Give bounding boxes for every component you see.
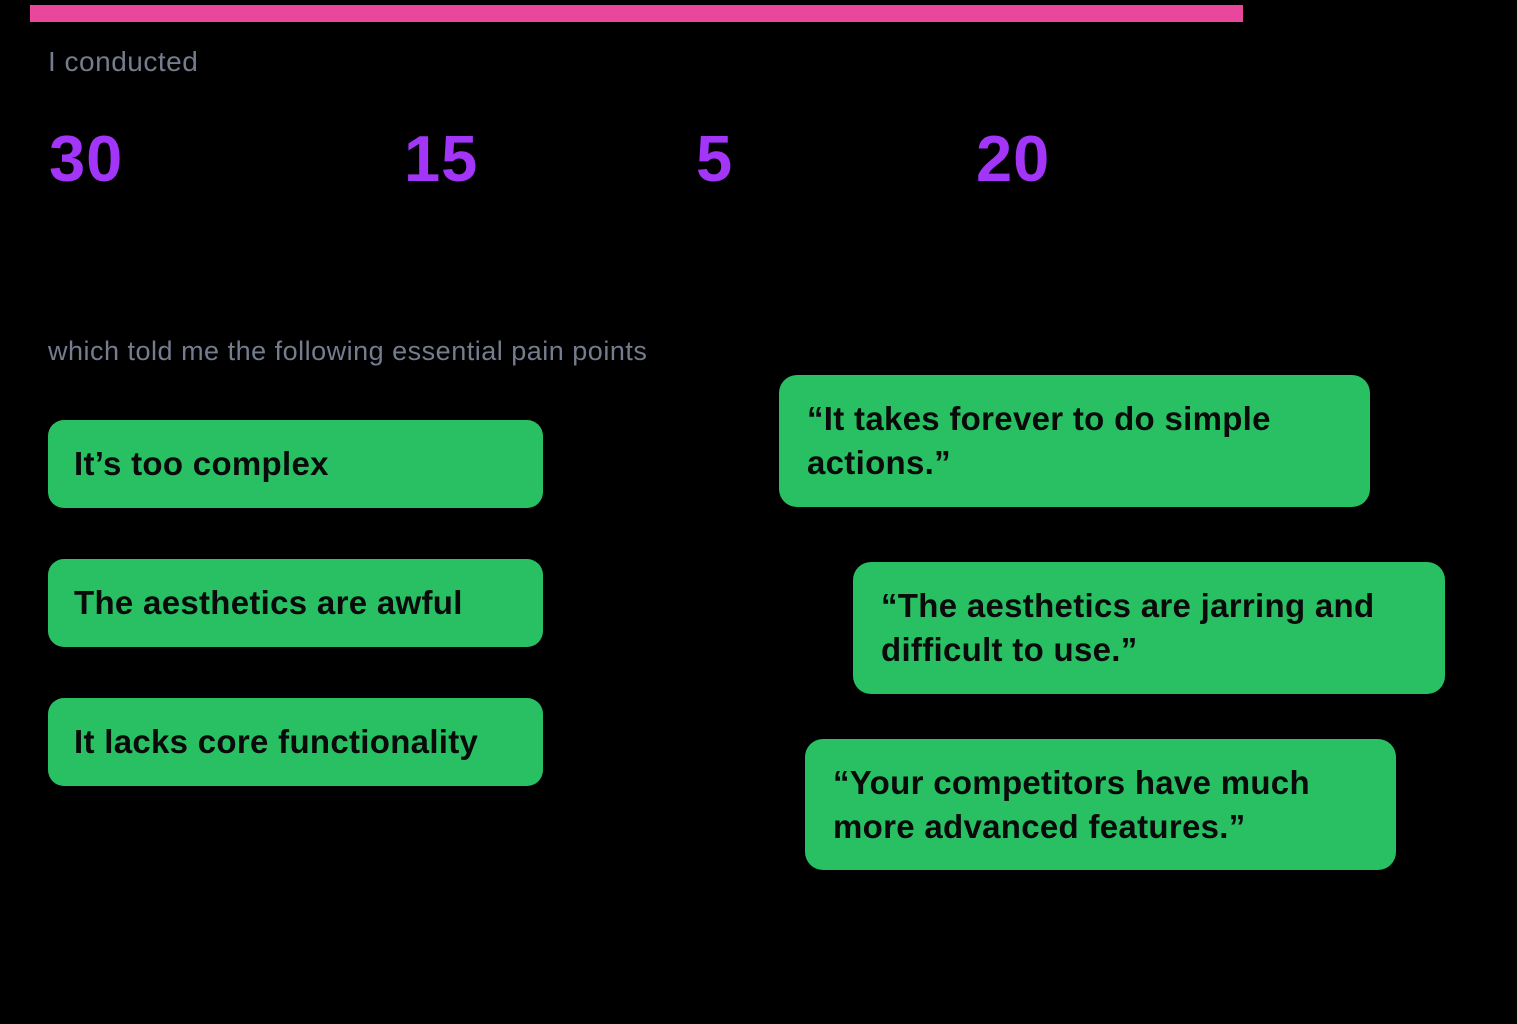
stat-value-4: 20	[976, 122, 1051, 195]
pain-point-card: The aesthetics are awful	[48, 559, 543, 647]
quote-line: “Your competitors have much	[833, 764, 1310, 801]
pain-point-card: It lacks core functionality	[48, 698, 543, 786]
pain-point-label: It lacks core functionality	[74, 723, 479, 760]
quote-card: “The aesthetics are jarring and difficul…	[853, 562, 1445, 694]
stat-value-2: 15	[404, 122, 479, 195]
quote-line: actions.”	[807, 444, 951, 481]
pain-point-card: It’s too complex	[48, 420, 543, 508]
intro-text: I conducted	[48, 46, 199, 77]
stat-value-3: 5	[696, 122, 734, 195]
pain-point-label: It’s too complex	[74, 445, 329, 482]
quote-card: “Your competitors have much more advance…	[805, 739, 1396, 870]
quote-line: more advanced features.”	[833, 808, 1246, 845]
quote-line: “The aesthetics are jarring and	[881, 587, 1375, 624]
quote-card: “It takes forever to do simple actions.”	[779, 375, 1370, 507]
pain-points-heading: which told me the following essential pa…	[48, 336, 648, 366]
pain-point-label: The aesthetics are awful	[74, 584, 463, 621]
quote-line: “It takes forever to do simple	[807, 400, 1271, 437]
top-accent-bar	[30, 5, 1243, 22]
quote-line: difficult to use.”	[881, 631, 1138, 668]
stat-value-1: 30	[49, 122, 124, 195]
